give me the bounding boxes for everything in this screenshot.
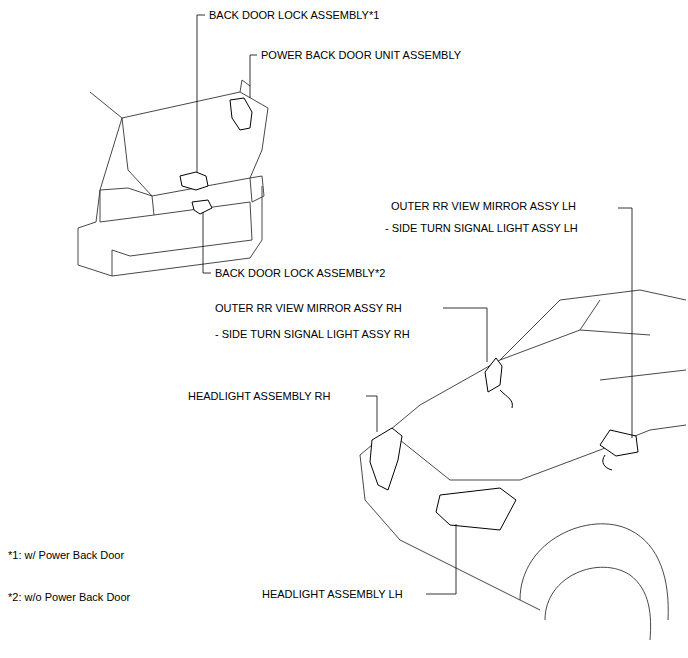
spoiler: [240, 80, 250, 92]
leader-line: [426, 524, 456, 594]
leader-lines: [197, 15, 632, 594]
back-door-lock-2: [192, 200, 212, 214]
part-label: POWER BACK DOOR UNIT ASSEMBLY: [261, 48, 461, 62]
mirror-rh-harness: [500, 390, 512, 408]
leader-line: [197, 15, 205, 172]
bumper: [440, 560, 540, 610]
part-label: OUTER RR VIEW MIRROR ASSY RH: [215, 301, 402, 315]
front-face: [360, 455, 440, 560]
part-label: - SIDE TURN SIGNAL LIGHT ASSY LH: [385, 221, 578, 235]
part-label: OUTER RR VIEW MIRROR ASSY LH: [391, 199, 576, 213]
part-label: BACK DOOR LOCK ASSEMBLY*2: [215, 266, 385, 280]
back-door: [112, 202, 252, 256]
body-outline: [78, 118, 262, 276]
footnote: *1: w/ Power Back Door: [8, 548, 124, 562]
leader-line: [443, 308, 487, 362]
power-back-door-unit: [230, 98, 252, 130]
windshield-top: [500, 290, 686, 360]
footnote: *2: w/o Power Back Door: [8, 590, 130, 604]
taillight-rh: [250, 176, 264, 202]
mirror-rh: [485, 358, 502, 392]
rear-vehicle-sketch: [78, 80, 268, 276]
part-label: - SIDE TURN SIGNAL LIGHT ASSY RH: [215, 327, 410, 341]
hood-rear-edge: [360, 330, 650, 455]
rear-parts: [180, 98, 252, 214]
leader-line: [366, 396, 377, 432]
front-vehicle-sketch: [360, 290, 686, 640]
fender-line: [650, 425, 686, 430]
part-label: HEADLIGHT ASSEMBLY LH: [262, 587, 403, 601]
a-pillar: [580, 300, 600, 330]
headlight-rh: [370, 428, 402, 490]
back-door-lock-1: [180, 172, 208, 190]
hood-front-edge: [400, 430, 650, 480]
part-label: BACK DOOR LOCK ASSEMBLY*1: [209, 8, 379, 22]
leader-line: [250, 55, 257, 98]
wheel: [545, 567, 651, 640]
mirror-lh-harness: [603, 455, 612, 470]
taillight-lh: [100, 188, 154, 222]
leader-line: [203, 212, 211, 273]
leader-line: [618, 208, 632, 438]
bumper-edge: [112, 250, 113, 276]
belt-line: [600, 370, 686, 380]
part-label: HEADLIGHT ASSEMBLY RH: [188, 389, 330, 403]
headlight-lh: [436, 488, 516, 530]
wheel-arch: [520, 524, 668, 620]
front-parts: [370, 358, 638, 530]
